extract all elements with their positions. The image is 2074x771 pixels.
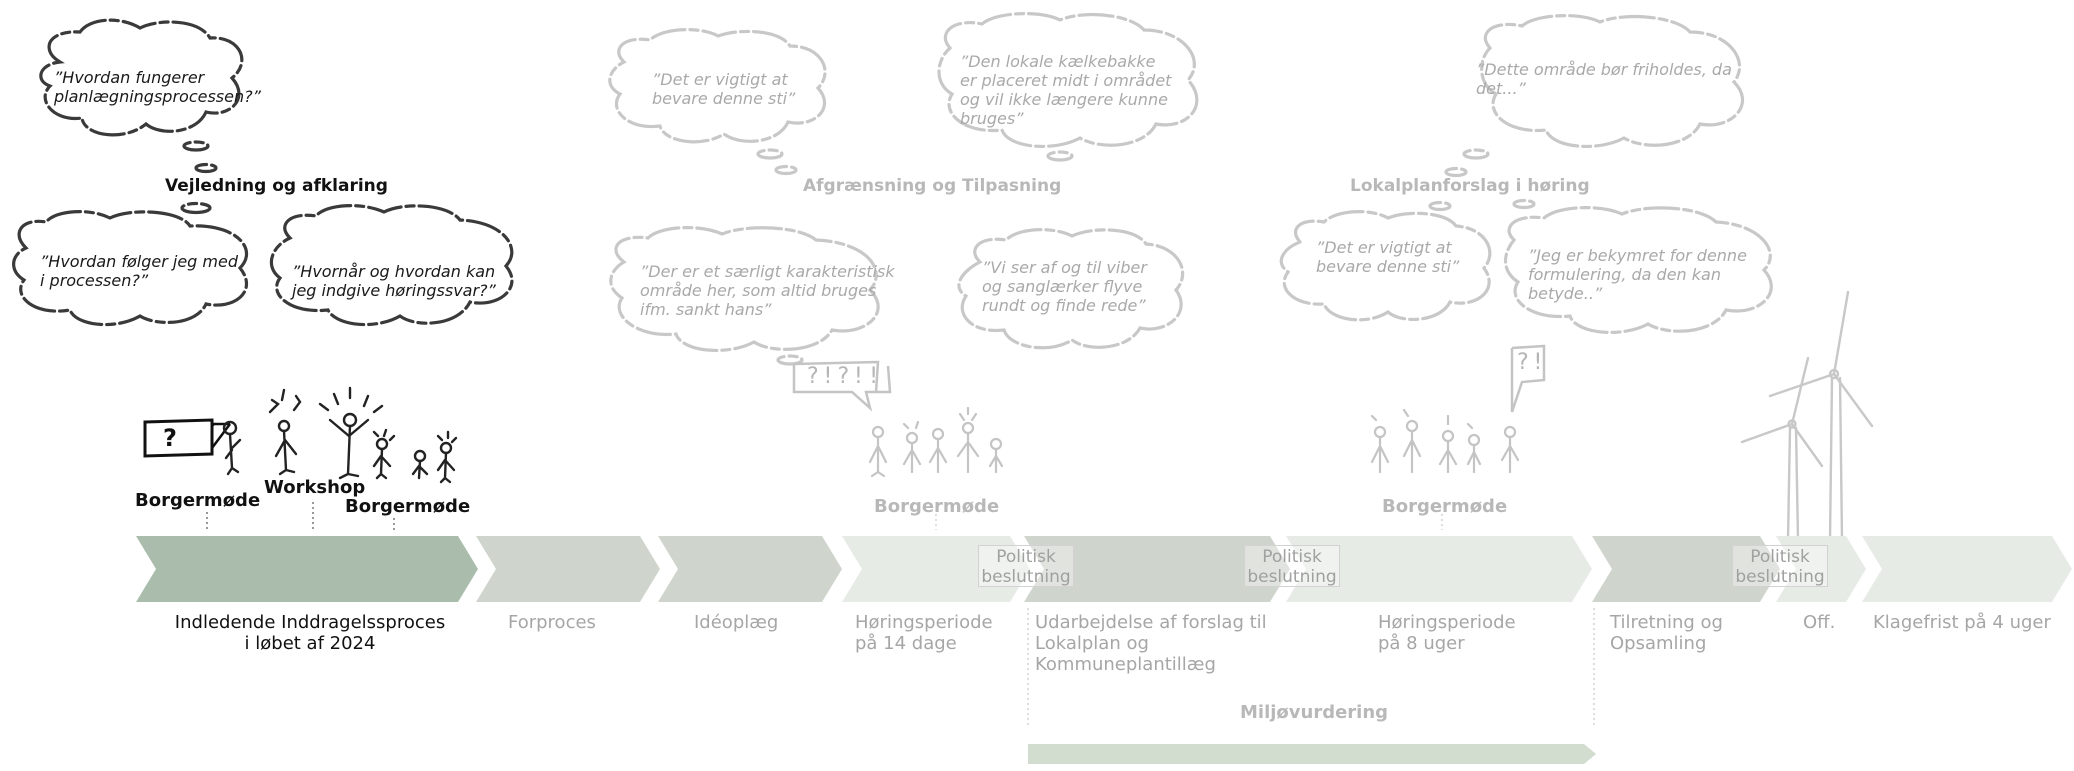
heading-afgraensning: Afgrænsning og Tilpasning <box>803 176 1062 196</box>
phase-horing-8: Høringsperiode på 8 uger <box>1378 612 1516 654</box>
thought-planning-process: ”Hvordan fungerer planlægningsprocessen?… <box>54 68 261 106</box>
thought-keep-free: ”Dette område bør friholdes, da det...” <box>1476 60 1732 98</box>
meeting-borgermode-3: Borgermøde <box>874 496 1000 517</box>
thought-hearing-response: ”Hvornår og hvordan kan jeg indgive høri… <box>292 262 496 300</box>
question-mark: ? <box>163 424 177 452</box>
speech-exclaim-1: ?!?!! <box>806 364 883 389</box>
speech-box-1-icon <box>792 360 892 412</box>
heading-vejledning: Vejledning og afklaring <box>165 176 388 196</box>
meeting-workshop: Workshop <box>264 477 366 498</box>
politisk-beslutning-2: Politisk beslutning <box>1244 545 1340 587</box>
chevron-9 <box>1862 536 2072 602</box>
chevron-5 <box>1024 536 1290 602</box>
cloud-t10 <box>1503 198 1773 335</box>
cloud-t5 <box>937 12 1199 162</box>
chevron-8 <box>1776 536 1866 602</box>
chevron-4 <box>842 536 1030 602</box>
meeting-borgermode-1: Borgermøde <box>135 490 261 511</box>
cloud-t9 <box>1279 200 1492 322</box>
people-light-2-icon <box>1370 408 1520 474</box>
chevron-6 <box>1286 536 1592 602</box>
miljo-bar <box>1028 744 1596 764</box>
thought-follow-process: ”Hvordan følger jeg med i processen?” <box>40 252 238 290</box>
cloud-t4 <box>608 28 827 176</box>
cloud-t6 <box>609 226 880 366</box>
connectors-light <box>935 514 1595 728</box>
thought-worried: ”Jeg er bekymret for denne formulering, … <box>1528 246 1747 303</box>
cloud-t2 <box>12 210 249 327</box>
timeline-chevrons <box>136 536 2072 602</box>
cloud-t7 <box>957 228 1185 350</box>
phase-udarbejdelse: Udarbejdelse af forslag til Lokalplan og… <box>1035 612 1267 675</box>
meeting-borgermode-4: Borgermøde <box>1382 496 1508 517</box>
chevron-2 <box>476 536 660 602</box>
people-dark-icon <box>222 386 458 484</box>
phase-forproces: Forproces <box>508 612 596 633</box>
chevron-1 <box>136 536 478 602</box>
politisk-beslutning-3: Politisk beslutning <box>1732 545 1828 587</box>
phase-klagefrist: Klagefrist på 4 uger <box>1873 612 2051 633</box>
phase-off: Off. <box>1803 612 1836 633</box>
speech-exclaim-2: ?! <box>1516 350 1547 375</box>
people-light-1-icon <box>868 406 1004 478</box>
speech-box-2-icon <box>1510 344 1546 413</box>
phase-ideoplaeg: Idéoplæg <box>694 612 779 633</box>
politisk-beslutning-1: Politisk beslutning <box>978 545 1074 587</box>
chevron-7 <box>1592 536 1780 602</box>
chevron-3 <box>658 536 842 602</box>
connectors <box>206 502 395 530</box>
wind-turbines-icon <box>1740 290 1874 542</box>
cloud-t8 <box>1444 14 1745 178</box>
meeting-borgermode-2: Borgermøde <box>345 496 471 517</box>
thought-birds: ”Vi ser af og til viber og sanglærker fl… <box>982 258 1147 315</box>
cloud-t3 <box>269 204 514 327</box>
thought-sankt-hans: ”Der er et særligt karakteristisk område… <box>640 262 895 319</box>
phase-indledende: Indledende Inddragelssproces i løbet af … <box>174 612 446 654</box>
question-sign-icon <box>143 418 231 458</box>
thought-keep-path-1: ”Det er vigtigt at bevare denne sti” <box>652 70 796 108</box>
miljovurdering-label: Miljøvurdering <box>1240 702 1389 723</box>
thought-sledding-hill: ”Den lokale kælkebakke er placeret midt … <box>960 52 1172 128</box>
heading-lokalplanforslag: Lokalplanforslag i høring <box>1350 176 1590 196</box>
cloud-t1 <box>39 18 244 215</box>
phase-horing-14: Høringsperiode på 14 dage <box>855 612 993 654</box>
phase-tilretning: Tilretning og Opsamling <box>1610 612 1723 654</box>
thought-keep-path-2: ”Det er vigtigt at bevare denne sti” <box>1316 238 1460 276</box>
